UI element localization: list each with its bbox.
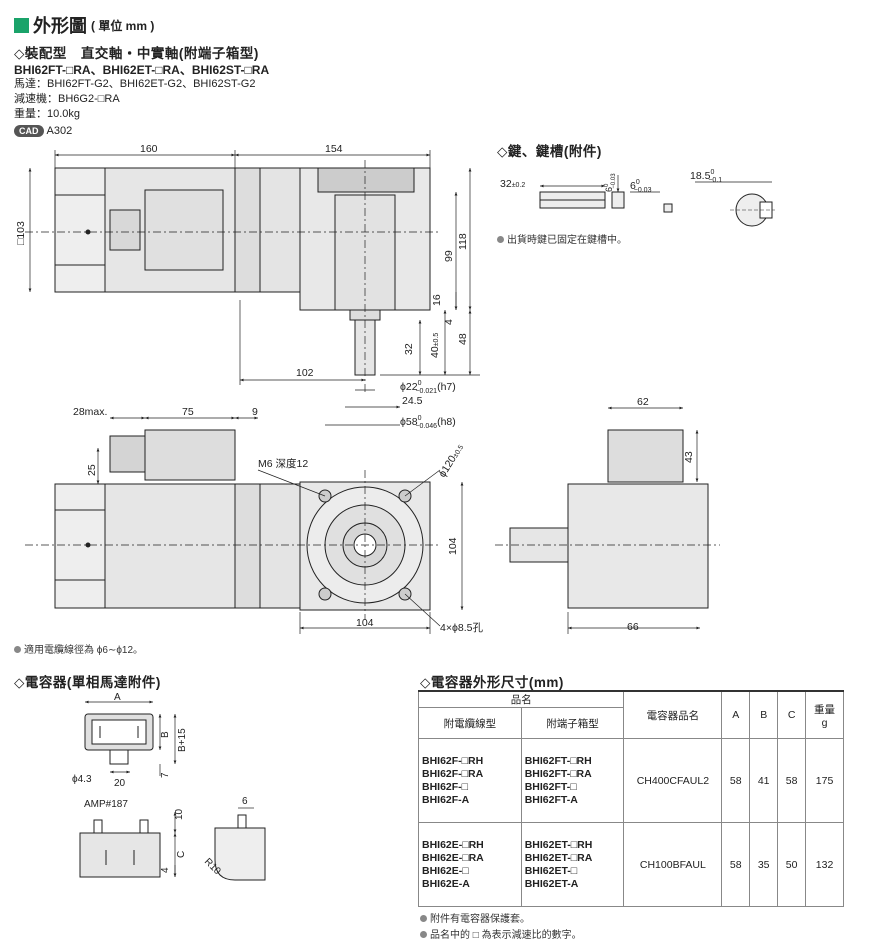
row1-w: 175 bbox=[805, 738, 844, 823]
cap-dim-4-3: ϕ4.3 bbox=[72, 774, 92, 785]
key-h: 60−0.03 bbox=[604, 173, 617, 192]
bullet-icon bbox=[14, 646, 21, 653]
capacitor-heading: ◇電容器(單相馬達附件) bbox=[14, 675, 161, 690]
table-note-1: 附件有電容器保護套。 bbox=[420, 910, 530, 925]
th-product: 品名 bbox=[417, 690, 625, 708]
cap-dim-20: 20 bbox=[114, 778, 126, 789]
th-cap: 電容器品名 bbox=[623, 690, 723, 739]
dim-66: 66 bbox=[627, 621, 639, 633]
dim-28max: 28max. bbox=[73, 406, 107, 418]
cap-dim-4: 4 bbox=[160, 867, 171, 873]
cap-dim-b15: B+15 bbox=[177, 728, 188, 752]
th-c: C bbox=[777, 690, 807, 739]
dim-phi58: ϕ580−0.046(h8) bbox=[400, 415, 456, 430]
th-a: A bbox=[721, 690, 751, 739]
cap-dim-b: B bbox=[160, 731, 171, 738]
m6-label: M6 深度12 bbox=[258, 457, 308, 470]
title-unit: ( 單位 mm ) bbox=[91, 18, 155, 33]
row1-a: 58 bbox=[721, 738, 751, 823]
page-title: 外形圖 ( 單位 mm ) bbox=[14, 12, 154, 38]
dim-24-5: 24.5 bbox=[402, 395, 423, 407]
spec-models: BHI62FT-□RA、BHI62ET-□RA、BHI62ST-□RA bbox=[14, 63, 270, 77]
dim-102: 102 bbox=[296, 367, 314, 379]
key-note: 出貨時鍵已固定在鍵槽中。 bbox=[497, 231, 627, 246]
cap-dim-c: C bbox=[176, 851, 187, 858]
table-note-2: 品名中的 □ 為表示減速比的數字。 bbox=[420, 926, 582, 941]
row2-cap: CH100BFAUL bbox=[623, 822, 723, 907]
key-len: 32±0.2 bbox=[500, 178, 525, 190]
bullet-icon bbox=[497, 236, 504, 243]
cable-note: 適用電纜線徑為 ϕ6∼ϕ12。 bbox=[14, 641, 143, 656]
spec-weight: 重量：10.0kg bbox=[14, 108, 81, 120]
cap-dim-6: 6 bbox=[242, 796, 248, 807]
cap-dim-10: 10 bbox=[174, 808, 185, 820]
row2-c: 50 bbox=[777, 822, 807, 907]
dim-phi22: ϕ220−0.021(h7) bbox=[400, 380, 456, 395]
dim-48: 48 bbox=[457, 333, 469, 345]
dim-104-v: 104 bbox=[447, 537, 459, 555]
key-heading: ◇鍵、鍵槽(附件) bbox=[497, 144, 602, 159]
dim-104-h: 104 bbox=[356, 617, 374, 629]
bullet-icon bbox=[420, 931, 427, 938]
cad-badge: CAD bbox=[14, 125, 44, 137]
cap-table-heading: ◇電容器外形尺寸(mm) bbox=[420, 675, 564, 690]
motor-outline-drawing: 160 154 □103 99 118 16 4 48 32 40±0.5 10… bbox=[15, 143, 775, 634]
th-terminal: 附端子箱型 bbox=[520, 707, 625, 739]
capacitor-drawing: A B B+15 7 ϕ4.3 20 AMP#187 10 6 C 4 R10 bbox=[72, 692, 266, 881]
dim-32: 32 bbox=[403, 343, 415, 355]
row1-b: 41 bbox=[749, 738, 779, 823]
th-cable: 附電纜線型 bbox=[418, 707, 522, 739]
dim-25: 25 bbox=[86, 464, 98, 476]
row2-w: 132 bbox=[805, 822, 844, 907]
dim-43: 43 bbox=[683, 451, 695, 463]
dim-118: 118 bbox=[457, 233, 469, 250]
spec-gearhead: 減速機：BH6G2-□RA bbox=[14, 93, 120, 105]
title-text: 外形圖 bbox=[33, 16, 87, 36]
row2-b: 35 bbox=[749, 822, 779, 907]
spec-heading: ◇裝配型 直交軸・中實軸(附端子箱型) bbox=[14, 46, 259, 61]
dim-16: 16 bbox=[431, 294, 443, 306]
dim-75: 75 bbox=[182, 406, 194, 418]
th-b: B bbox=[749, 690, 779, 739]
key-w: 60−0.03 bbox=[630, 179, 652, 194]
dim-4: 4 bbox=[443, 319, 455, 325]
dim-160: 160 bbox=[140, 143, 158, 155]
dim-62: 62 bbox=[637, 396, 649, 408]
dim-103: □103 bbox=[15, 221, 27, 245]
dim-phi120: ϕ120±0.5 bbox=[436, 442, 466, 480]
dim-40: 40±0.5 bbox=[429, 333, 441, 358]
row1-cap: CH400CFAUL2 bbox=[623, 738, 723, 823]
dim-99: 99 bbox=[443, 250, 455, 262]
dim-154: 154 bbox=[325, 143, 343, 155]
cad-code: A302 bbox=[46, 125, 73, 137]
cap-dim-7: 7 bbox=[160, 772, 171, 778]
row1-c: 58 bbox=[777, 738, 807, 823]
holes-label: 4×ϕ8.5孔 bbox=[440, 621, 483, 634]
row2-a: 58 bbox=[721, 822, 751, 907]
spec-motor: 馬達：BHI62FT-G2、BHI62ET-G2、BHI62ST-G2 bbox=[14, 78, 256, 90]
bullet-icon bbox=[420, 915, 427, 922]
title-marker-icon bbox=[14, 17, 29, 33]
cap-dim-a: A bbox=[114, 692, 121, 703]
key-d: 18.50−0.1 bbox=[690, 169, 722, 184]
dim-9: 9 bbox=[252, 406, 258, 418]
cap-amp-label: AMP#187 bbox=[84, 799, 128, 810]
